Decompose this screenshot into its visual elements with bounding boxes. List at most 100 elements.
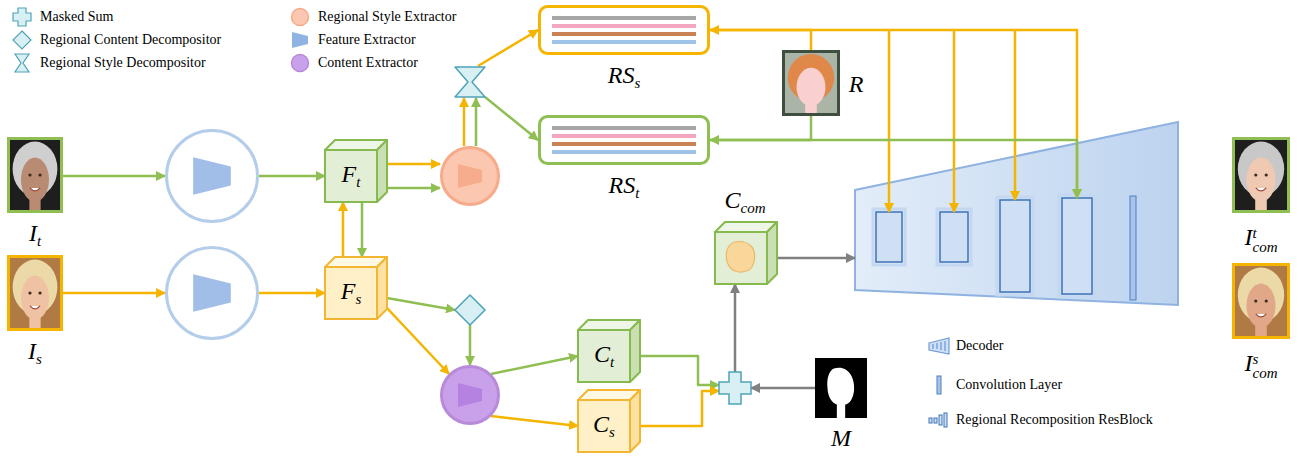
script-group: com [741,202,766,216]
legend-symbol [12,53,34,73]
legend-text: Regional Style Extractor [318,9,456,25]
flow-arrow [63,292,165,295]
style-feed-line [1014,30,1017,200]
symbol-letter: F [341,278,356,304]
symbol-letter: I [29,220,37,246]
flow-arrow [387,308,449,374]
diamond-symbol [455,295,485,325]
output-photo: Iscom [1232,263,1290,389]
node-label: Itcom [1245,225,1278,254]
flow-arrow [485,97,538,140]
legend-symbol [928,375,950,395]
node-label: RSs [608,63,641,91]
regional-style-extractor [440,146,500,206]
style-decompositor-shape [455,66,485,98]
module-circle [167,248,258,339]
symbol-letter: I [1245,350,1253,376]
resblock [1000,200,1030,292]
legend-text: Regional Content Decompositor [40,32,221,48]
legend-text: Regional Recomposition ResBlock [956,412,1153,428]
feature-extractor [165,246,259,340]
flow-arrow [469,325,472,365]
style-code-bar [552,150,696,154]
flow-arrow [777,257,855,260]
flow-arrow [491,356,578,374]
node-label: M [831,426,851,450]
cube-front [325,267,377,319]
legend-item: Regional Style Decompositor [12,53,206,73]
cross-symbol [719,372,751,404]
eye [1254,173,1257,176]
shape-part [1232,137,1290,213]
flow-arrow [259,175,325,178]
decoder-shape [855,122,1178,305]
legend-symbol [290,53,312,73]
flow-arrow [751,387,815,390]
cube-side [630,390,640,452]
shape-part [929,338,949,354]
module-circle [167,131,258,222]
masked-sum [719,372,751,404]
symbol-letter: R [849,71,864,97]
feature-cube-shape [325,257,387,319]
node-label: Is [28,339,42,367]
script-group: t [610,356,614,370]
photo-frame [1234,139,1289,212]
script-group: t [37,235,41,249]
shape-part [292,32,308,48]
shape-part [292,9,309,26]
shape-part [939,415,942,425]
network-trapezoid [458,164,482,188]
node-label: Iscom [1245,351,1278,380]
resblock-glow [873,209,905,265]
legend-text: Regional Style Decompositor [40,55,206,71]
legend-text: Masked Sum [40,9,114,25]
symbol-letter: F [342,161,357,187]
style-code-bar [552,32,696,36]
subscript: com [1253,365,1278,379]
mask-region [827,368,854,405]
script-group: s [634,77,640,91]
flow-arrow [478,30,538,66]
eye [28,173,31,176]
flow-arrow [491,416,578,426]
flow-arrow [63,175,165,178]
mouth [1256,314,1266,317]
node-label: Ccom [724,188,765,216]
style-code-frame [540,7,709,54]
decoder [855,122,1178,305]
legend-text: Convolution Layer [956,377,1062,393]
style-code-bar [552,142,696,146]
hourglass-symbol [455,67,485,97]
convolution-layer [1130,196,1136,300]
composed-content-cube: Ccom [715,186,777,284]
script-group: s [609,426,615,440]
flow-arrow [387,187,440,190]
network-trapezoid [193,274,231,312]
face [1247,284,1276,328]
superscript: s [1253,351,1278,365]
style-code-bar [552,16,696,20]
subscript: s [36,353,42,367]
node-label: It [29,221,41,249]
shape-part [932,344,934,349]
cube-front [715,232,767,284]
subscript: com [1253,239,1278,253]
flow-arrow [640,356,719,385]
output-photo: Itcom [1232,137,1290,263]
script-group: t [356,176,360,190]
style-code-box: RSs [538,5,710,95]
module-circle [442,148,499,205]
legend-text: Feature Extractor [318,32,416,48]
masked-sum-shape [719,372,751,404]
flow-arrow [259,292,325,295]
style-code-frame [540,117,709,164]
style-feed-line [888,30,891,212]
content-decompositor-shape [455,295,485,325]
subscript: s [355,293,361,307]
content-decompositor [455,295,485,325]
cube-side [377,140,387,202]
node-label: Fs [341,279,362,307]
resblock-glow [937,209,971,265]
flow-arrow [475,98,478,146]
